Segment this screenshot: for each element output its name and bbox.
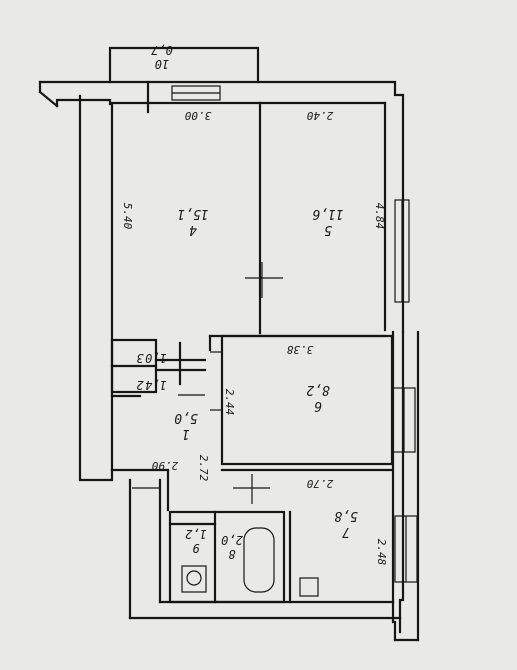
room-7-label: 75,8 xyxy=(334,508,358,539)
dim-2-48: 2.48 xyxy=(375,539,388,566)
door-marks xyxy=(132,262,283,504)
room-7-number: 7 xyxy=(342,524,350,539)
room-8-label: 82,0 xyxy=(221,533,243,561)
dim-2-44: 2.44 xyxy=(223,389,236,416)
room-6-number: 6 xyxy=(314,398,322,413)
windows xyxy=(392,199,418,583)
room-6-label: 68,2 xyxy=(306,382,330,413)
dim-2-70: 2.70 xyxy=(306,477,333,490)
room-10-area: 0,7 xyxy=(150,43,172,57)
room-4-area: 15,1 xyxy=(177,206,208,221)
room-8-number: 8 xyxy=(228,547,235,561)
room-8-area: 2,0 xyxy=(221,533,243,547)
walls xyxy=(38,80,420,642)
room-5-area: 11,6 xyxy=(312,206,343,221)
dim-2-72: 2.72 xyxy=(197,455,210,482)
room-2-number: 2 xyxy=(136,378,143,392)
room-9-number: 9 xyxy=(192,541,199,555)
dim-3-38: 3.38 xyxy=(286,343,314,356)
sink xyxy=(181,565,207,593)
room-3-number: 3 xyxy=(136,351,144,365)
room-1-label: 15,0 xyxy=(174,410,198,441)
dim-5-40: 5.40 xyxy=(121,203,134,230)
room-9-label: 91,2 xyxy=(185,527,207,555)
room-1-number: 1 xyxy=(182,426,190,441)
dim-3-00: 3.00 xyxy=(184,109,212,122)
room-1-area: 5,0 xyxy=(174,410,198,425)
fixtures xyxy=(181,527,319,597)
room-10-label: 100,7 xyxy=(150,43,172,71)
kitchen-stove xyxy=(299,577,319,597)
room-5-label: 511,6 xyxy=(312,206,343,237)
room-3-area: 1,0 xyxy=(145,351,167,365)
dim-2-90: 2.90 xyxy=(151,459,178,472)
room-4-number: 4 xyxy=(189,222,197,237)
room-6-area: 8,2 xyxy=(306,382,330,397)
room-5-number: 5 xyxy=(324,222,332,237)
bathtub xyxy=(243,527,275,593)
balcony xyxy=(108,46,260,114)
room-4-label: 415,1 xyxy=(177,206,208,237)
toilet xyxy=(186,570,202,586)
room-2-area: 1,4 xyxy=(145,378,167,392)
dim-4-84: 4.84 xyxy=(373,203,386,230)
room-7-area: 5,8 xyxy=(334,508,358,523)
room-9-area: 1,2 xyxy=(185,527,207,541)
room-10-number: 10 xyxy=(155,57,169,71)
dim-2-40: 2.40 xyxy=(306,109,333,122)
